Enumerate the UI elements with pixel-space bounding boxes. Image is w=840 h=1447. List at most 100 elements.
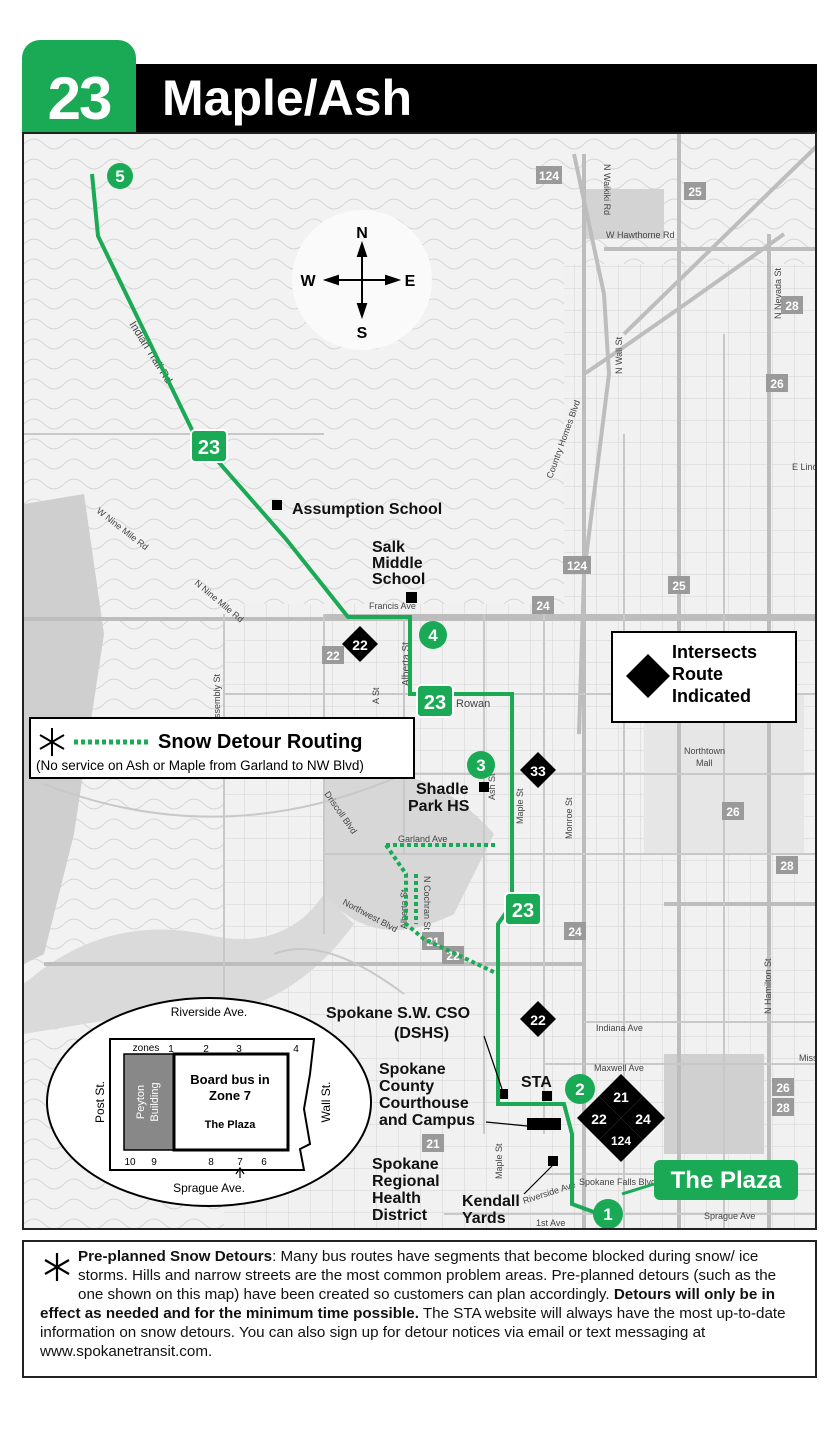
street-label: Assembly St bbox=[212, 673, 222, 724]
inset-street: Sprague Ave. bbox=[173, 1181, 245, 1195]
compass-west: W bbox=[300, 273, 316, 290]
inset-zone: 4 bbox=[293, 1044, 299, 1055]
compass-east: E bbox=[405, 273, 416, 290]
highway-shield: 22 bbox=[326, 649, 340, 663]
legend-intersects-text: Route bbox=[672, 664, 723, 684]
highway-shield: 124 bbox=[539, 169, 559, 183]
inset-zone: 10 bbox=[124, 1157, 136, 1168]
legend-detour-note: (No service on Ash or Maple from Garland… bbox=[36, 758, 364, 773]
highway-shield: 25 bbox=[672, 579, 686, 593]
inset-peyton: Building bbox=[149, 1082, 161, 1121]
street-label: A St bbox=[371, 687, 381, 704]
place-health: Health bbox=[372, 1190, 421, 1207]
inset-street: Riverside Ave. bbox=[171, 1005, 247, 1019]
inset-board: Board bus in bbox=[190, 1072, 270, 1087]
highway-shield: 124 bbox=[567, 559, 587, 573]
snowflake-icon bbox=[44, 1253, 70, 1281]
street-label: E Linco bbox=[792, 462, 817, 472]
compass-icon bbox=[322, 240, 402, 320]
inset-board: Zone 7 bbox=[209, 1088, 251, 1103]
place-courthouse: Courthouse bbox=[379, 1095, 469, 1112]
place-salk: Salk bbox=[372, 539, 405, 556]
highway-shield: 24 bbox=[568, 925, 582, 939]
timepoint-1: 1 bbox=[603, 1205, 612, 1224]
plaza-label: The Plaza bbox=[671, 1167, 782, 1194]
inset-street: Post St. bbox=[93, 1081, 107, 1123]
intersect-route-22: 22 bbox=[591, 1111, 607, 1127]
place-kendall: Kendall bbox=[462, 1193, 520, 1210]
arrow-up-icon bbox=[235, 1166, 245, 1178]
place-cso: (DSHS) bbox=[394, 1025, 449, 1042]
legend-intersects-text: Indicated bbox=[672, 686, 751, 706]
route-map: Indian Trail Rd W Nine Mile Rd N Nine Mi… bbox=[22, 132, 817, 1230]
street-label: Northtown bbox=[684, 746, 725, 756]
highway-shield: 28 bbox=[785, 299, 799, 313]
route-shield: 23 bbox=[512, 900, 534, 922]
snow-detour-path bbox=[384, 843, 499, 976]
highway-shield: 28 bbox=[780, 859, 794, 873]
street-label: N Waikiki Rd bbox=[602, 164, 612, 215]
route-shield: 23 bbox=[198, 437, 220, 459]
highway-shield: 24 bbox=[536, 599, 550, 613]
inset-zone: 6 bbox=[261, 1157, 267, 1168]
street-label: Indiana Ave bbox=[596, 1023, 643, 1033]
place-sta: STA bbox=[521, 1074, 552, 1091]
place-courthouse: County bbox=[379, 1078, 434, 1095]
street-label: N Hamilton St bbox=[763, 958, 773, 1014]
inset-zone: 1 bbox=[168, 1044, 174, 1055]
inset-zone: 7 bbox=[237, 1157, 243, 1168]
place-salk: School bbox=[372, 571, 425, 588]
timepoint-5: 5 bbox=[115, 167, 124, 186]
intersect-route-24: 24 bbox=[635, 1111, 651, 1127]
place-courthouse: Spokane bbox=[379, 1061, 446, 1078]
place-shadle: Park HS bbox=[408, 798, 470, 815]
intersect-route-22: 22 bbox=[530, 1012, 546, 1028]
place-health: Regional bbox=[372, 1173, 440, 1190]
timepoint-2: 2 bbox=[575, 1080, 584, 1099]
notice-lead: Pre-planned Snow Detours bbox=[78, 1248, 273, 1265]
highway-shield: 28 bbox=[776, 1101, 790, 1115]
street-label: Monroe St bbox=[564, 797, 574, 839]
snow-detour-notice: Pre-planned Snow Detours: Many bus route… bbox=[22, 1240, 817, 1378]
legend-intersects-text: Intersects bbox=[672, 642, 757, 662]
street-label: Maple St bbox=[494, 1143, 504, 1179]
place-cso: Spokane S.W. CSO bbox=[326, 1005, 470, 1022]
street-label: Sprague Ave bbox=[704, 1211, 755, 1221]
notice-text: The STA website will always have the mos… bbox=[40, 1305, 786, 1360]
compass-south: S bbox=[357, 325, 368, 342]
place-courthouse: and Campus bbox=[379, 1112, 475, 1129]
street-label: Maxwell Ave bbox=[594, 1063, 644, 1073]
inset-zone: 3 bbox=[236, 1044, 242, 1055]
highway-shield: 21 bbox=[426, 1137, 440, 1151]
street-label: Miss bbox=[799, 1053, 817, 1063]
street-label: N Wall St bbox=[614, 336, 624, 374]
compass-north: N bbox=[356, 225, 368, 242]
highway-shield: 26 bbox=[770, 377, 784, 391]
inset-peyton: Peyton bbox=[135, 1085, 147, 1119]
street-label: 1st Ave bbox=[536, 1218, 565, 1228]
route-shield: 23 bbox=[424, 692, 446, 714]
notice-bold: Detours will only be in effect as needed… bbox=[40, 1286, 775, 1322]
intersect-route-21: 21 bbox=[613, 1089, 629, 1105]
street-label: N Nevada St bbox=[773, 267, 783, 319]
street-label: Ash St bbox=[487, 773, 497, 800]
route-title: Maple/Ash bbox=[136, 64, 817, 132]
street-label: Mall bbox=[696, 758, 713, 768]
street-label: Francis Ave bbox=[369, 601, 416, 611]
inset-zones: zones bbox=[133, 1043, 160, 1054]
place-health: District bbox=[372, 1207, 428, 1224]
inset-zone: 9 bbox=[151, 1157, 157, 1168]
intersect-route-33: 33 bbox=[530, 763, 546, 779]
place-health: Spokane bbox=[372, 1156, 439, 1173]
legend-detour-title: Snow Detour Routing bbox=[158, 731, 362, 753]
inset-zone: 2 bbox=[203, 1044, 209, 1055]
highway-shield: 26 bbox=[726, 805, 740, 819]
diamond-icon bbox=[626, 654, 670, 698]
place-salk: Middle bbox=[372, 555, 423, 572]
inset-plaza: The Plaza bbox=[205, 1119, 257, 1131]
place-kendall: Yards bbox=[462, 1210, 506, 1227]
street-label: Alberta St bbox=[401, 642, 412, 686]
street-label: W Hawthorne Rd bbox=[606, 230, 675, 240]
inset-street: Wall St. bbox=[319, 1082, 333, 1123]
highway-shield: 26 bbox=[776, 1081, 790, 1095]
